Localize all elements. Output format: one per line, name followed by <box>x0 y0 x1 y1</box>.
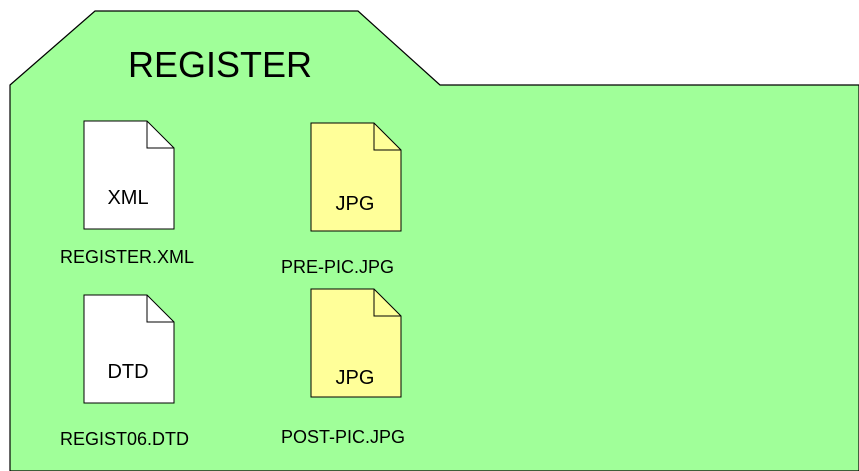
file-type-label: XML <box>107 187 149 209</box>
file-type-label: JPG <box>335 193 375 215</box>
file-type-label: DTD <box>107 361 149 383</box>
file-register-xml[interactable]: XML <box>83 120 175 240</box>
image-file-icon <box>310 122 402 232</box>
image-file-icon <box>310 288 402 398</box>
file-type-label: JPG <box>335 367 375 389</box>
file-name-label: PRE-PIC.JPG <box>281 257 395 277</box>
document-icon <box>83 294 175 404</box>
file-name-label: REGISTER.XML <box>60 247 195 267</box>
file-post-pic-jpg[interactable]: JPG <box>310 288 402 408</box>
file-name-label: REGIST06.DTD <box>60 429 190 449</box>
file-regist06-dtd[interactable]: DTD <box>83 294 175 414</box>
folder-title: REGISTER <box>128 44 313 85</box>
file-name-label: POST-PIC.JPG <box>281 427 406 447</box>
file-pre-pic-jpg[interactable]: JPG <box>310 122 402 242</box>
document-icon <box>83 120 175 230</box>
folder-icon <box>9 10 859 471</box>
